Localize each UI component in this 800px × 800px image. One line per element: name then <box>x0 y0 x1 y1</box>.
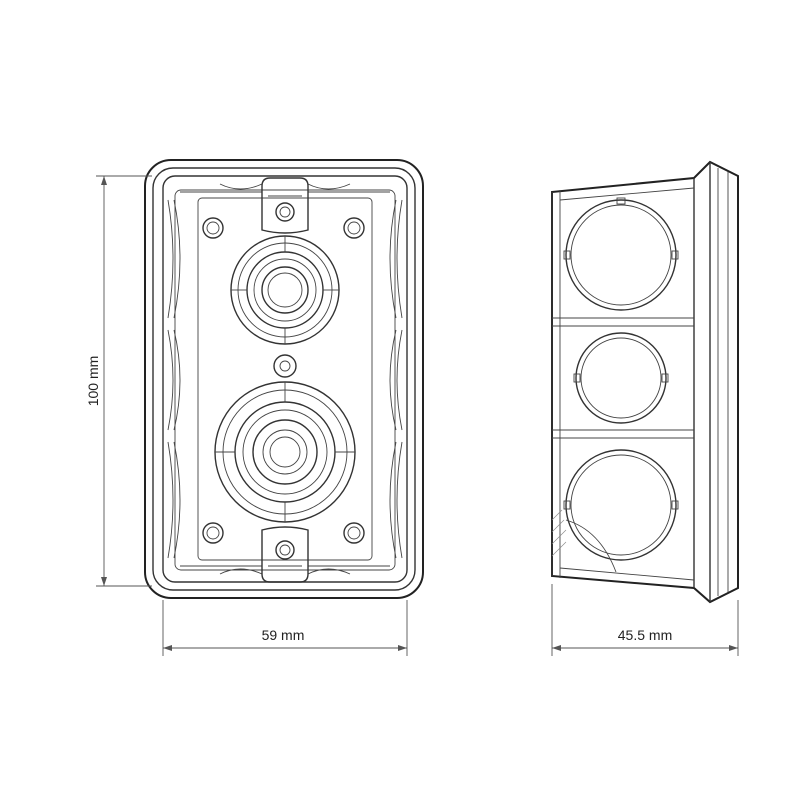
front-flange-inner-edge <box>152 167 416 591</box>
front-view <box>144 159 424 599</box>
left-side-ribs <box>167 199 181 559</box>
right-side-ribs <box>389 199 403 559</box>
side-corner-hatch <box>551 509 567 557</box>
width-dimension-label: 59 mm <box>262 627 305 643</box>
front-box-inner-wall <box>174 189 396 571</box>
corner-mounting-holes <box>202 217 365 544</box>
lower-knockout <box>214 381 356 523</box>
side-body-outline <box>551 160 739 604</box>
top-screw-tab <box>261 177 309 234</box>
front-back-plate <box>197 197 373 561</box>
depth-dimension: 45.5 mm <box>551 584 739 656</box>
top-rim-ribs <box>180 183 390 193</box>
front-outer-flange <box>144 159 424 599</box>
side-knockout-upper <box>563 197 679 311</box>
height-dimension: 100 mm <box>85 175 152 587</box>
bottom-screw-tab <box>261 526 309 583</box>
center-small-hole <box>273 354 297 378</box>
side-knockout-middle <box>573 332 669 424</box>
side-knockout-lower <box>563 449 679 573</box>
width-dimension: 59 mm <box>162 600 408 656</box>
depth-dimension-label: 45.5 mm <box>618 627 672 643</box>
upper-knockout <box>230 235 340 345</box>
bottom-rim-ribs <box>180 565 390 575</box>
side-view <box>551 160 739 604</box>
height-dimension-label: 100 mm <box>85 356 101 407</box>
